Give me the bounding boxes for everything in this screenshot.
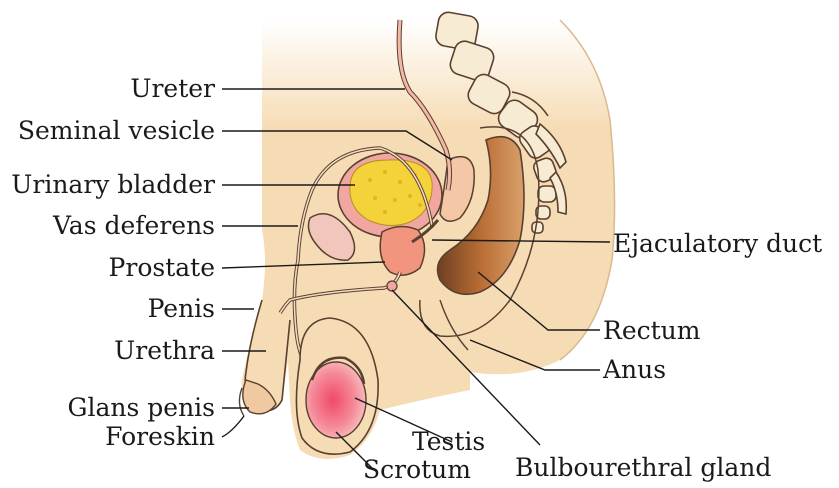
label-bulbourethral-gland: Bulbourethral gland: [515, 453, 771, 482]
glans-penis: [242, 379, 277, 415]
label-seminal-vesicle: Seminal vesicle: [18, 116, 215, 145]
label-penis: Penis: [148, 294, 215, 323]
ureter-fill: [397, 19, 452, 191]
urinary-bladder-urine: [349, 159, 433, 226]
label-glans-penis: Glans penis: [68, 393, 215, 422]
label-vas-deferens: Vas deferens: [52, 211, 215, 240]
label-testis: Testis: [412, 427, 485, 456]
vas-deferens-fill: [293, 147, 433, 373]
foreskin: [238, 387, 245, 417]
labels: Ureter Seminal vesicle Urinary bladder V…: [11, 74, 822, 484]
body-back-edge: [559, 19, 616, 361]
leader-lines: [221, 88, 611, 471]
rectum: [436, 135, 525, 296]
label-prostate: Prostate: [109, 253, 215, 282]
anal-canal: [439, 299, 469, 351]
label-foreskin: Foreskin: [105, 422, 215, 451]
bulbourethral-gland: [386, 280, 398, 292]
epididymis: [310, 356, 366, 385]
label-urinary-bladder: Urinary bladder: [11, 170, 215, 199]
label-anus: Anus: [602, 355, 666, 384]
pubic-bone: [307, 213, 356, 261]
label-ejaculatory-duct: Ejaculatory duct: [613, 229, 822, 258]
label-rectum: Rectum: [603, 316, 701, 345]
testis: [305, 361, 367, 439]
label-ureter: Ureter: [130, 74, 215, 103]
prostate: [379, 225, 426, 276]
label-urethra: Urethra: [114, 336, 215, 365]
ejaculatory-duct: [411, 219, 440, 244]
label-scrotum: Scrotum: [363, 455, 471, 484]
